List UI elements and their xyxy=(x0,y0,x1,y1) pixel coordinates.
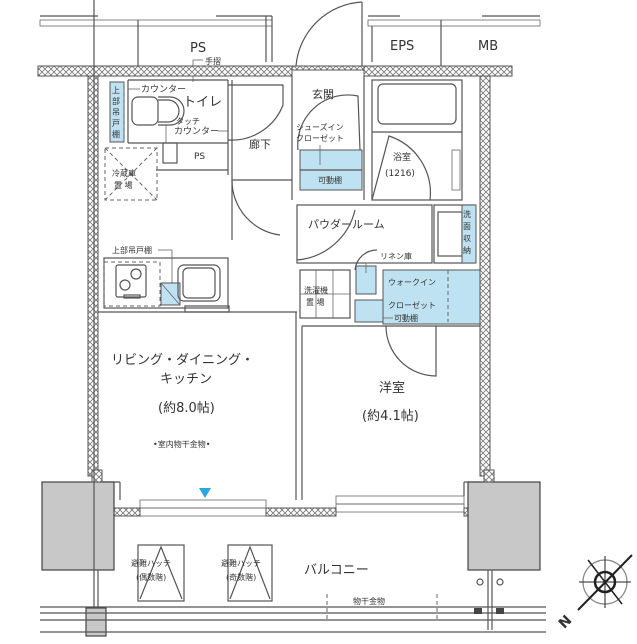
svg-text:(奇数階): (奇数階) xyxy=(226,572,256,582)
powder-room-label: パウダールーム xyxy=(308,217,385,231)
counter-label: カウンター xyxy=(141,84,186,95)
svg-text:棚: 棚 xyxy=(112,129,120,139)
window-wall xyxy=(98,481,483,517)
ps-top-label: PS xyxy=(190,41,206,56)
washer-label-1: 洗濯機 xyxy=(304,285,328,295)
ldk-size-label: (約8.0帖) xyxy=(158,401,215,416)
svg-text:吊: 吊 xyxy=(112,108,120,117)
eps-label: EPS xyxy=(390,39,414,54)
ldk-label-2: キッチン xyxy=(160,372,212,387)
walkin-label-2: クローゼット xyxy=(388,300,436,310)
upper-cabinet-vertical-label: 上 部 吊 戸 棚 xyxy=(112,86,120,139)
compass-icon: N xyxy=(556,554,633,632)
walkin-label-1: ウォークイン xyxy=(388,278,436,287)
svg-text:避難ハッチ: 避難ハッチ xyxy=(221,558,261,568)
ps-inner-label: PS xyxy=(194,152,205,162)
escape-hatch-even: 避難ハッチ (奇数階) xyxy=(221,544,273,602)
shoes-closet-label-2: クローゼット xyxy=(296,133,344,143)
powder-room: パウダールーム 洗 面 収 納 xyxy=(296,204,477,264)
entrance-label: 玄関 xyxy=(312,87,334,101)
svg-text:避難ハッチ: 避難ハッチ xyxy=(131,558,171,568)
mb-label: MB xyxy=(478,39,498,54)
balcony-label: バルコニー xyxy=(304,563,369,578)
utility-area: リネン庫 洗濯機 置 場 ウォークイン クローゼット 可動棚 xyxy=(299,249,481,325)
marker-triangle-icon xyxy=(199,488,211,498)
bathroom: 浴室 (1216) xyxy=(371,79,463,201)
bathroom-label: 浴室 xyxy=(393,151,411,163)
touch-counter-label-1: タッチ xyxy=(176,117,200,126)
kitchen-counter: 上部吊戸棚 xyxy=(103,245,230,313)
ldk-room: リビング・ダイニング・ キッチン (約8.0帖) •室内物干金物• xyxy=(98,311,297,500)
north-label: N xyxy=(556,612,576,632)
pillars xyxy=(41,469,541,571)
toilet-fixture-icon xyxy=(131,96,185,126)
svg-text:冷蔵庫: 冷蔵庫 xyxy=(112,168,136,178)
shoes-closet-label-1: シューズイン xyxy=(296,122,344,132)
top-service-zone: PS 手摺 EPS MB xyxy=(39,15,541,82)
svg-text:上: 上 xyxy=(112,86,120,95)
touch-counter-label-2: カウンター xyxy=(174,126,219,137)
svg-text:戸: 戸 xyxy=(112,119,120,128)
walkin-shelf-label: 可動棚 xyxy=(394,313,418,323)
entrance-door xyxy=(295,1,363,67)
balcony: 避難ハッチ (偶数階) 避難ハッチ (奇数階) バルコニー 物干金物 xyxy=(40,0,546,637)
vanity-storage-vertical-label: 洗 面 収 納 xyxy=(463,209,471,255)
svg-text:部: 部 xyxy=(112,96,120,106)
washer-label-2: 置 場 xyxy=(306,297,325,307)
indoor-drying-label: •室内物干金物• xyxy=(153,439,210,449)
toilet-room: 上 部 吊 戸 棚 カウンター トイレ タッチ カウンター xyxy=(109,79,284,175)
hallway: 廊下 xyxy=(231,76,293,240)
escape-hatch-odd: 避難ハッチ (偶数階) xyxy=(131,544,185,602)
western-size-label: (約4.1帖) xyxy=(362,409,419,424)
kitchen-upper-cabinet-label: 上部吊戸棚 xyxy=(112,245,152,255)
svg-text:洗: 洗 xyxy=(463,209,471,219)
toilet-label: トイレ xyxy=(183,95,222,110)
western-room-label: 洋室 xyxy=(379,380,405,396)
svg-text:置 場: 置 場 xyxy=(114,180,133,190)
linen-cabinet-label: リネン庫 xyxy=(380,251,412,261)
svg-text:納: 納 xyxy=(463,245,471,255)
hallway-label: 廊下 xyxy=(249,137,271,151)
svg-text:(偶数階): (偶数階) xyxy=(136,572,166,582)
entrance-area: 玄関 シューズイン クローゼット 可動棚 xyxy=(296,76,365,200)
western-room: 洋室 (約4.1帖) xyxy=(301,325,480,500)
handrail-label: 手摺 xyxy=(205,56,221,66)
ldk-label-1: リビング・ダイニング・ xyxy=(111,353,254,368)
bathroom-size-label: (1216) xyxy=(385,169,415,179)
svg-text:面: 面 xyxy=(463,222,471,231)
balcony-drying-label: 物干金物 xyxy=(353,596,385,606)
fridge-space: 冷蔵庫 置 場 xyxy=(104,147,158,201)
svg-text:収: 収 xyxy=(463,233,471,243)
inner-ps: PS xyxy=(156,152,228,171)
shoes-shelf-label: 可動棚 xyxy=(318,175,342,185)
